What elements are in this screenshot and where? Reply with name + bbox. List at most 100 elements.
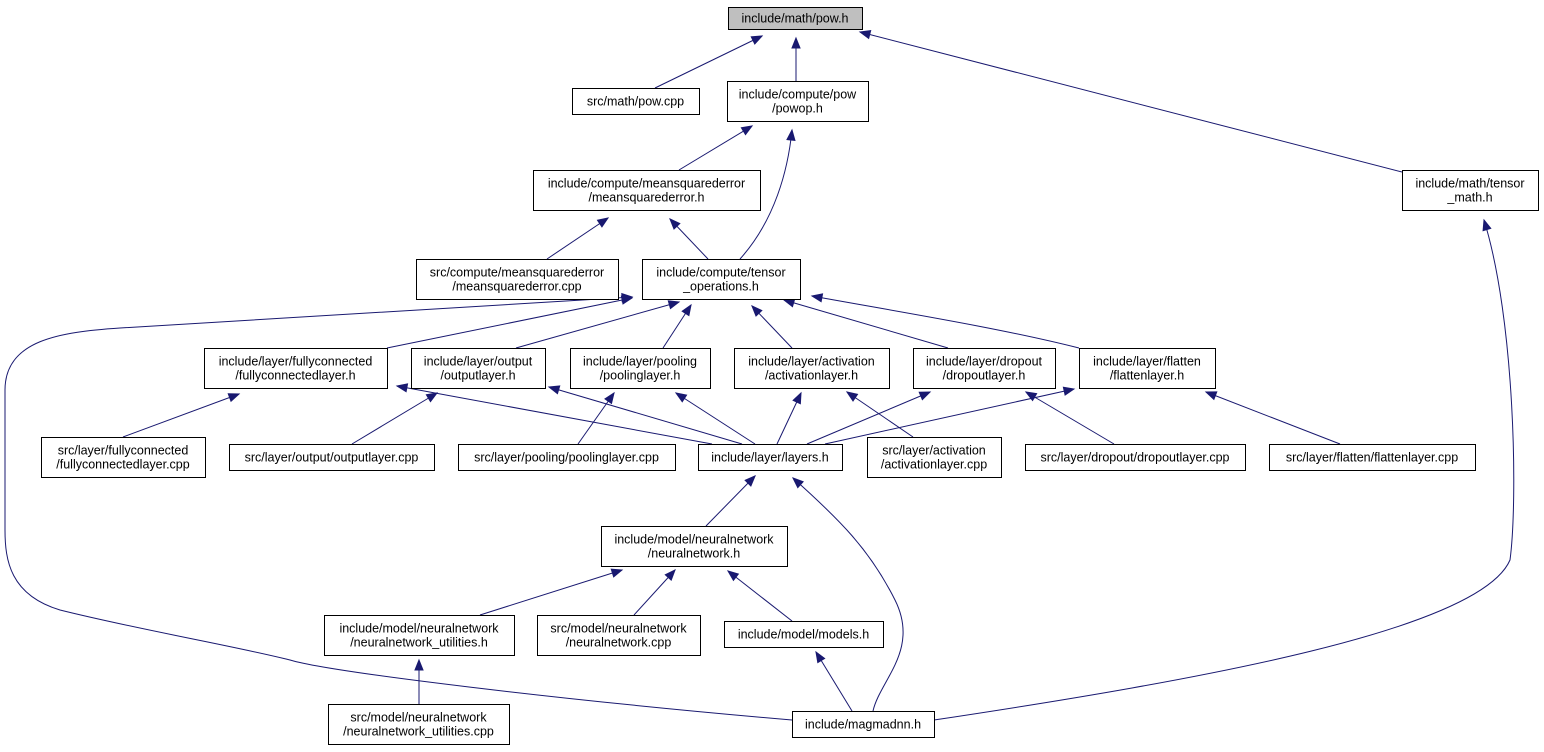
node-src-pow[interactable]: src/math/pow.cpp [572,88,700,115]
edge-src_dropout-to-dropout [1024,391,1115,445]
edge-line [811,295,1080,349]
node-activation[interactable]: include/layer/activation/activationlayer… [734,348,890,389]
arrowhead [395,383,409,393]
node-box [698,444,843,471]
node-src-pooling[interactable]: src/layer/pooling/poolinglayer.cpp [458,444,676,471]
edge-line [548,386,743,445]
edge-line [846,391,914,438]
node-label-line: include/layer/layers.h [711,451,828,465]
node-label-line: include/layer/fullyconnected [219,355,373,369]
arrowhead [782,298,796,308]
node-box [572,88,700,115]
edge-line [824,388,1075,445]
edge-line [351,392,438,445]
node-box [1025,444,1246,471]
node-box [570,348,711,389]
edge-line [515,301,680,349]
edge-line [546,217,609,260]
edge-src_mse-to-mse [546,217,610,260]
node-src-output[interactable]: src/layer/output/outputlayer.cpp [229,444,435,471]
edge-line [705,475,756,527]
node-label-line: /dropoutlayer.h [943,369,1026,383]
edge-tensor_ops-to-powop [739,128,796,260]
node-nn-util[interactable]: include/model/neuralnetwork/neuralnetwor… [324,615,515,656]
edge-magmadnn-to-layers [791,477,904,712]
node-box [533,170,761,211]
node-models[interactable]: include/model/models.h [724,621,884,648]
node-powop[interactable]: include/compute/pow/powop.h [727,81,869,122]
edge-layers-to-output [547,385,743,445]
arrowhead [726,570,740,582]
arrowhead [1062,386,1076,396]
node-dropout[interactable]: include/layer/dropout/dropoutlayer.h [913,348,1056,389]
edge-fc-to-tensor_ops [386,295,634,349]
arrowhead [810,293,824,303]
node-src-mse[interactable]: src/compute/meansquarederror/meansquared… [416,259,619,300]
arrowhead [744,475,756,487]
arrowhead [1024,391,1038,402]
nodes-layer: include/math/pow.h src/math/pow.cpp includ… [41,7,1539,745]
node-src-flatten[interactable]: src/layer/flatten/flattenlayer.cpp [1269,444,1476,471]
node-label-line: /outputlayer.h [440,369,515,383]
node-label-line: include/layer/flatten [1093,355,1201,369]
edge-line [859,31,1403,173]
node-label-line: /activationlayer.h [765,369,858,383]
node-label-line: /activationlayer.cpp [881,458,987,472]
node-label-line: include/math/pow.h [741,12,848,26]
node-label-line: /poolinglayer.h [600,369,681,383]
arrowhead [792,391,802,405]
node-label-line: /neuralnetwork_utilities.h [350,636,488,650]
node-src-activation[interactable]: src/layer/activation/activationlayer.cpp [867,437,1002,478]
node-box [324,615,515,656]
edge-line [479,569,623,616]
edge-line [739,129,793,260]
edge-line [815,651,853,712]
node-label-line: /meansquarederror.cpp [452,280,581,294]
node-src-dropout[interactable]: src/layer/dropout/dropoutlayer.cpp [1025,444,1246,471]
node-label-line: include/compute/pow [739,88,857,102]
node-magmadnn[interactable]: include/magmadnn.h [792,711,935,738]
node-root: include/math/pow.h [728,7,863,30]
node-layers[interactable]: include/layer/layers.h [698,444,843,471]
edge-src_pow-to-root [654,35,764,89]
node-box [727,81,869,122]
edge-mse-to-powop [678,125,754,171]
edge-src_pooling-to-pooling [577,391,615,445]
node-box [724,621,884,648]
node-output[interactable]: include/layer/output/outputlayer.h [411,348,546,389]
arrowhead [740,125,754,136]
arrowhead [596,217,610,228]
edge-line [396,385,713,445]
node-label-line: include/model/neuralnetwork [614,533,774,547]
node-src-nn[interactable]: src/model/neuralnetwork/neuralnetwork.cp… [537,615,701,656]
edge-src_fc-to-fc [122,393,241,438]
node-nn[interactable]: include/model/neuralnetwork/neuralnetwor… [601,526,788,567]
node-label-line: /powop.h [772,102,823,116]
node-src-fc[interactable]: src/layer/fullyconnected/fullyconnectedl… [41,437,206,478]
node-flatten[interactable]: include/layer/flatten/flattenlayer.h [1079,348,1216,389]
edge-line [933,219,1515,721]
edge-layers-to-pooling [674,392,756,445]
edge-nn-to-layers [705,475,756,527]
edge-layers-to-dropout [806,391,932,445]
edge-src_nn_util-to-nn_util [414,658,424,704]
edge-models-to-nn [726,570,793,622]
node-tensor-math[interactable]: include/math/tensor_math.h [1402,170,1539,211]
node-label-line: src/layer/pooling/poolinglayer.cpp [474,451,659,465]
edge-line [1025,391,1115,445]
edge-magmadnn-to-tensor_math [933,218,1515,721]
edge-output-to-tensor_ops [515,300,681,349]
node-box [41,437,206,478]
node-label-line: /neuralnetwork_utilities.cpp [343,725,494,739]
node-fc[interactable]: include/layer/fullyconnected/fullyconnec… [204,348,388,389]
node-tensor-ops[interactable]: include/compute/tensor_operations.h [642,259,801,300]
node-label-line: include/magmadnn.h [805,718,921,732]
node-src-nn-util[interactable]: src/model/neuralnetwork/neuralnetwork_ut… [328,704,510,745]
node-box [416,259,619,300]
edge-line [675,392,756,445]
arrowhead [664,569,676,581]
edge-pooling-to-tensor_ops [662,303,692,349]
node-pooling[interactable]: include/layer/pooling/poolinglayer.h [570,348,711,389]
arrowhead [918,391,932,401]
node-mse[interactable]: include/compute/meansquarederror/meansqu… [533,170,761,211]
